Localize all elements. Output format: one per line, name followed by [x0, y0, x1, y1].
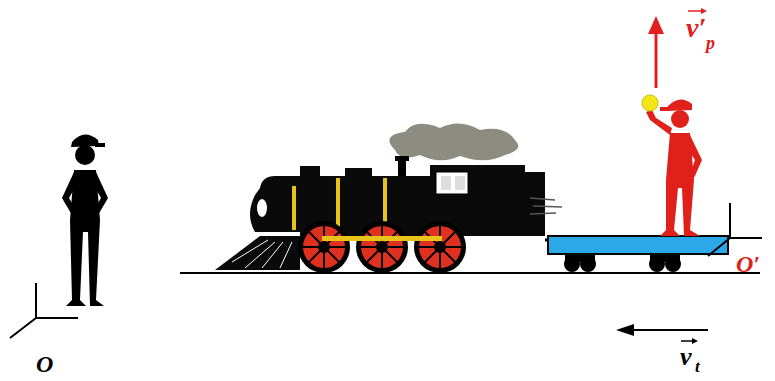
frame-label: O′	[736, 252, 760, 276]
velocity-label: v	[680, 344, 692, 370]
motion-lines	[530, 198, 562, 214]
velocity-arrow	[616, 324, 708, 336]
stationary-observer	[62, 134, 108, 306]
flatcar	[548, 236, 728, 272]
locomotive	[215, 156, 552, 270]
ball	[642, 95, 658, 111]
ground-line	[180, 272, 760, 274]
frame-axes	[10, 283, 78, 338]
frame-label: O	[36, 352, 53, 376]
smoke-cloud	[389, 123, 518, 160]
velocity-arrow	[648, 16, 664, 88]
locomotive-wheels	[298, 221, 466, 273]
subscript-label: t	[695, 358, 700, 375]
velocity-label: v′	[686, 14, 706, 42]
frame-axes	[708, 203, 762, 256]
moving-observer	[646, 99, 702, 236]
subscript-label: p	[706, 34, 715, 52]
